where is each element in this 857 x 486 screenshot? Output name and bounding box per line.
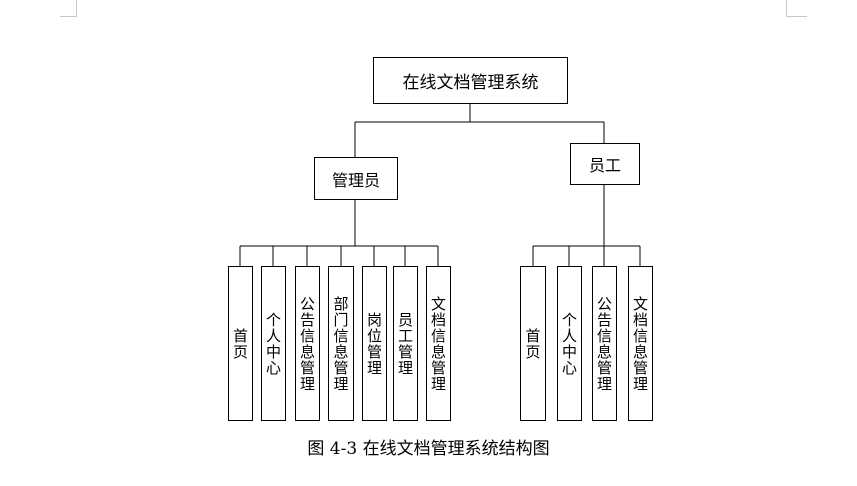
staff-module-box: 文档信息管理 [628, 266, 653, 421]
admin-module-box: 文档信息管理 [426, 266, 451, 421]
admin-module-label: 文档信息管理 [429, 295, 447, 392]
staff-module-label: 首页 [523, 327, 542, 360]
admin-module-box: 岗位管理 [362, 266, 387, 421]
page-corner-mark-left [60, 0, 77, 17]
admin-node: 管理员 [314, 157, 398, 200]
staff-module-box: 公告信息管理 [592, 266, 617, 421]
admin-module-label: 部门信息管理 [331, 295, 350, 392]
staff-module-label: 个人中心 [560, 311, 578, 376]
staff-node-label: 员工 [588, 156, 621, 175]
admin-module-label: 岗位管理 [365, 311, 383, 376]
admin-module-box: 个人中心 [261, 266, 286, 421]
root-node-label: 在线文档管理系统 [402, 73, 539, 93]
staff-module-box: 个人中心 [557, 266, 582, 421]
figure-caption: 图 4-3 在线文档管理系统结构图 [307, 439, 550, 459]
admin-module-label: 首页 [231, 327, 249, 360]
admin-module-box: 员工管理 [393, 266, 418, 421]
admin-module-label: 员工管理 [396, 311, 414, 376]
admin-module-label: 公告信息管理 [298, 295, 316, 392]
root-node: 在线文档管理系统 [373, 57, 568, 104]
admin-module-box: 首页 [228, 266, 253, 421]
admin-module-label: 个人中心 [264, 311, 282, 376]
page-corner-mark-right [786, 0, 807, 17]
staff-module-box: 首页 [520, 266, 546, 421]
staff-node: 员工 [570, 143, 640, 185]
admin-module-box: 公告信息管理 [295, 266, 320, 421]
admin-module-box: 部门信息管理 [328, 266, 354, 421]
staff-module-label: 文档信息管理 [631, 295, 649, 392]
admin-node-label: 管理员 [331, 170, 380, 190]
staff-module-label: 公告信息管理 [595, 295, 613, 392]
